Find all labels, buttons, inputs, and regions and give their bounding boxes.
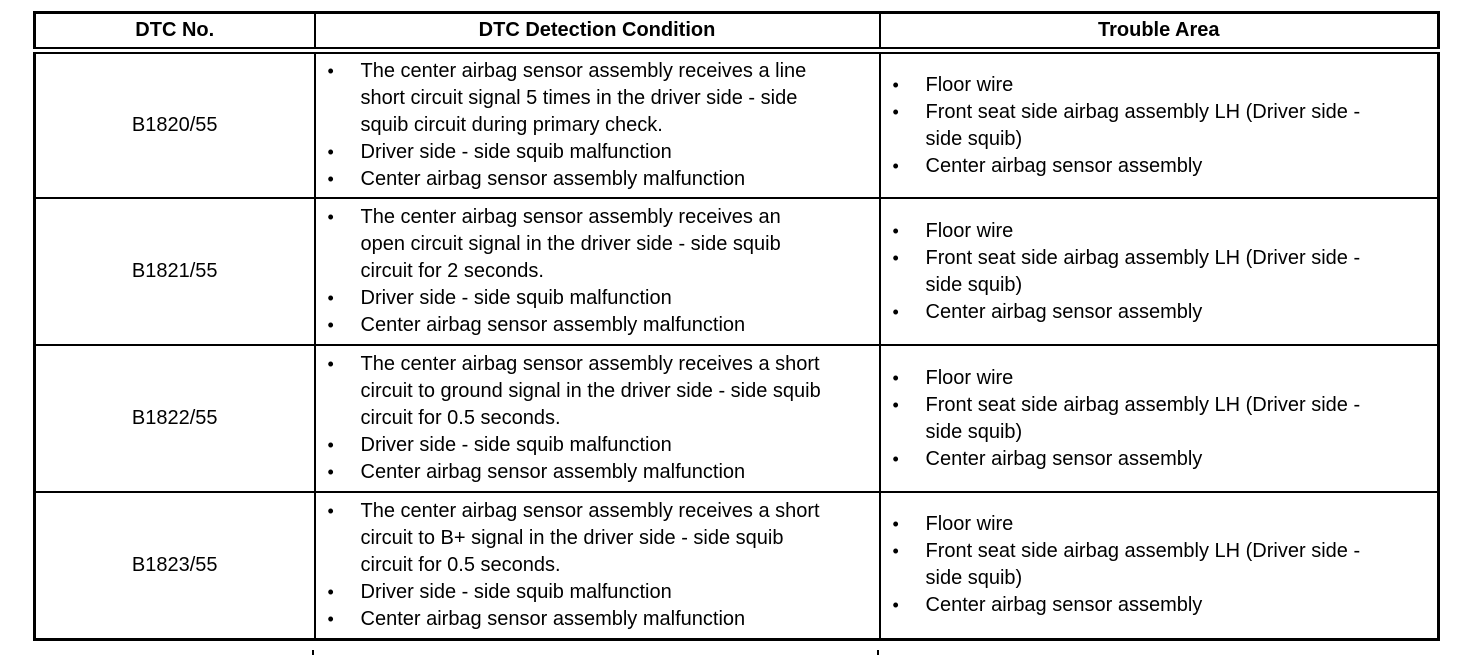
trouble-bullet-item: • Floor wire — [881, 72, 1438, 99]
bullet-icon: • — [327, 315, 334, 335]
trouble-bullet-item: • Front seat side airbag assembly LH (Dr… — [881, 99, 1438, 153]
condition-text: Center airbag sensor assembly malfunctio… — [360, 607, 746, 630]
condition-text: The center airbag sensor assembly receiv… — [360, 499, 820, 576]
trouble-bullet-item: • Center airbag sensor assembly — [881, 153, 1438, 180]
condition-text: Driver side - side squib malfunction — [360, 580, 672, 603]
detection-condition-cell: • The center airbag sensor assembly rece… — [313, 344, 881, 493]
table-row: B1822/55 • The center airbag sensor asse… — [33, 344, 1440, 493]
trouble-bullet-item: • Center airbag sensor assembly — [881, 446, 1438, 473]
condition-bullet-item: • Center airbag sensor assembly malfunct… — [316, 459, 879, 486]
trouble-text: Center airbag sensor assembly — [925, 300, 1203, 323]
trouble-text: Floor wire — [925, 513, 1014, 536]
condition-bullet-item: • The center airbag sensor assembly rece… — [316, 498, 879, 579]
bullet-icon: • — [892, 155, 899, 176]
trouble-text: Center airbag sensor assembly — [925, 154, 1203, 177]
condition-text: Center airbag sensor assembly malfunctio… — [360, 314, 746, 336]
trouble-area-cell: • Floor wire • Front seat side airbag as… — [878, 49, 1440, 199]
bullet-icon: • — [892, 595, 899, 616]
trouble-text: Center airbag sensor assembly — [925, 447, 1203, 470]
header-trouble-area: Trouble Area — [878, 11, 1440, 54]
table-continuation-divider-stub — [312, 650, 314, 655]
trouble-area-cell: • Floor wire • Front seat side airbag as… — [878, 491, 1440, 640]
bullet-icon: • — [327, 581, 334, 602]
bullet-icon: • — [327, 142, 334, 162]
bullet-icon: • — [327, 61, 334, 81]
condition-bullet-item: • Driver side - side squib malfunction — [316, 432, 879, 459]
trouble-text: Floor wire — [925, 366, 1014, 389]
bullet-icon: • — [892, 247, 899, 268]
table-row: B1821/55 • The center airbag sensor asse… — [33, 197, 1440, 346]
condition-text: Driver side - side squib malfunction — [360, 141, 672, 163]
dtc-no-cell: B1821/55 — [33, 197, 316, 346]
bullet-icon: • — [327, 435, 334, 455]
dtc-no-cell: B1823/55 — [33, 491, 316, 640]
condition-text: Driver side - side squib malfunction — [360, 434, 672, 456]
detection-condition-cell: • The center airbag sensor assembly rece… — [313, 491, 881, 640]
bullet-icon: • — [892, 541, 899, 562]
dtc-no-cell: B1822/55 — [33, 344, 316, 493]
condition-text: The center airbag sensor assembly receiv… — [360, 353, 821, 429]
condition-bullet-item: • Driver side - side squib malfunction — [316, 285, 879, 312]
trouble-text: Center airbag sensor assembly — [925, 594, 1203, 617]
condition-bullet-item: • Center airbag sensor assembly malfunct… — [316, 312, 879, 339]
bullet-icon: • — [892, 301, 899, 322]
trouble-text: Front seat side airbag assembly LH (Driv… — [925, 100, 1361, 150]
bullet-icon: • — [327, 288, 334, 308]
dtc-no-cell: B1820/55 — [33, 49, 316, 199]
bullet-icon: • — [327, 462, 334, 482]
bullet-icon: • — [327, 169, 334, 189]
header-row: DTC No. DTC Detection Condition Trouble … — [33, 11, 1440, 54]
bullet-icon: • — [892, 448, 899, 469]
bullet-icon: • — [892, 74, 899, 95]
trouble-bullet-item: • Front seat side airbag assembly LH (Dr… — [881, 392, 1438, 446]
bullet-icon: • — [327, 500, 334, 521]
trouble-area-cell: • Floor wire • Front seat side airbag as… — [878, 344, 1440, 493]
detection-condition-cell: • The center airbag sensor assembly rece… — [313, 49, 881, 199]
bullet-icon: • — [892, 220, 899, 241]
trouble-text: Floor wire — [925, 219, 1014, 242]
condition-bullet-item: • Driver side - side squib malfunction — [316, 579, 879, 606]
trouble-bullet-item: • Floor wire — [881, 365, 1438, 392]
trouble-text: Front seat side airbag assembly LH (Driv… — [925, 540, 1361, 590]
table-row: B1820/55 • The center airbag sensor asse… — [33, 49, 1440, 199]
trouble-text: Front seat side airbag assembly LH (Driv… — [925, 393, 1361, 443]
header-detection-condition: DTC Detection Condition — [313, 11, 881, 54]
trouble-bullet-item: • Front seat side airbag assembly LH (Dr… — [881, 538, 1438, 592]
bullet-icon: • — [892, 101, 899, 122]
bullet-icon: • — [327, 207, 334, 227]
condition-bullet-item: • Center airbag sensor assembly malfunct… — [316, 606, 879, 633]
trouble-text: Floor wire — [925, 73, 1014, 96]
bullet-icon: • — [327, 354, 334, 374]
bullet-icon: • — [327, 608, 334, 629]
condition-bullet-item: • The center airbag sensor assembly rece… — [316, 58, 879, 139]
trouble-bullet-item: • Front seat side airbag assembly LH (Dr… — [881, 245, 1438, 299]
condition-text: The center airbag sensor assembly receiv… — [360, 206, 781, 282]
header-dtc-no: DTC No. — [33, 11, 316, 54]
condition-text: Center airbag sensor assembly malfunctio… — [360, 461, 746, 483]
condition-bullet-item: • The center airbag sensor assembly rece… — [316, 204, 879, 285]
trouble-area-cell: • Floor wire • Front seat side airbag as… — [878, 197, 1440, 346]
bullet-icon: • — [892, 394, 899, 415]
bullet-icon: • — [892, 514, 899, 535]
trouble-bullet-item: • Floor wire — [881, 511, 1438, 538]
table-continuation-divider-stub — [877, 650, 879, 655]
table-row: B1823/55 • The center airbag sensor asse… — [33, 491, 1440, 640]
table-body: B1820/55 • The center airbag sensor asse… — [33, 49, 1440, 640]
dtc-table: DTC No. DTC Detection Condition Trouble … — [33, 11, 1440, 641]
trouble-text: Front seat side airbag assembly LH (Driv… — [925, 246, 1361, 296]
condition-text: The center airbag sensor assembly receiv… — [360, 60, 807, 136]
condition-bullet-item: • Center airbag sensor assembly malfunct… — [316, 166, 879, 193]
trouble-bullet-item: • Center airbag sensor assembly — [881, 592, 1438, 619]
condition-text: Driver side - side squib malfunction — [360, 287, 672, 309]
trouble-bullet-item: • Center airbag sensor assembly — [881, 299, 1438, 326]
detection-condition-cell: • The center airbag sensor assembly rece… — [313, 197, 881, 346]
condition-text: Center airbag sensor assembly malfunctio… — [360, 168, 746, 190]
condition-bullet-item: • Driver side - side squib malfunction — [316, 139, 879, 166]
bullet-icon: • — [892, 367, 899, 388]
condition-bullet-item: • The center airbag sensor assembly rece… — [316, 351, 879, 432]
trouble-bullet-item: • Floor wire — [881, 218, 1438, 245]
